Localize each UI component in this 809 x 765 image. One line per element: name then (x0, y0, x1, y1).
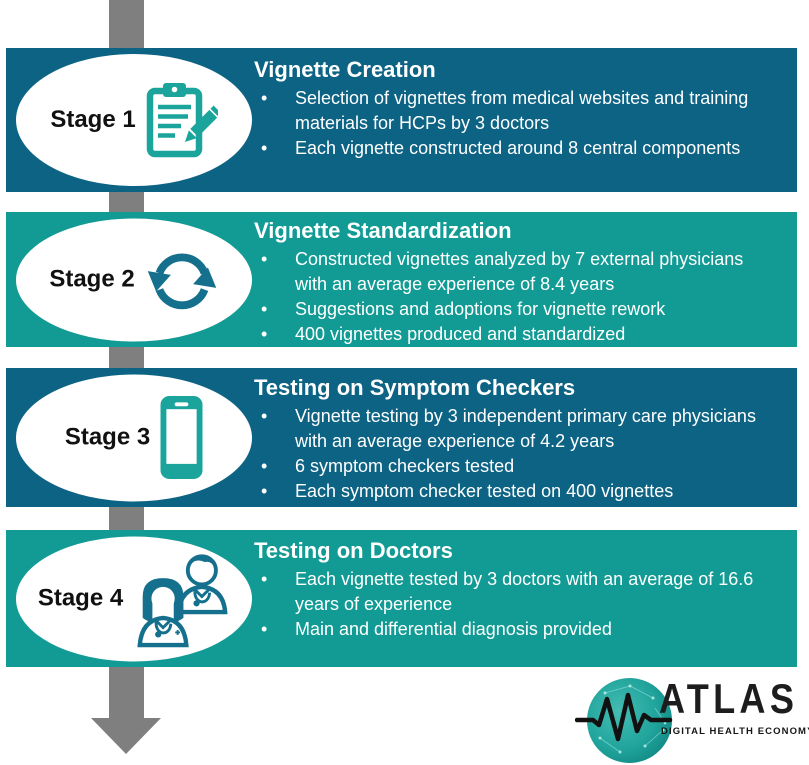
atlas-logo: ATLAS DIGITAL HEALTH ECONOMY (575, 668, 809, 765)
bullet-dot: • (261, 299, 268, 319)
bullet-text: Suggestions and adoptions for vignette r… (295, 299, 666, 319)
bullet-text: Constructed vignettes analyzed by 7 exte… (295, 249, 744, 294)
bullet-dot: • (261, 138, 268, 158)
stage-1-ellipse: Stage 1 (16, 54, 252, 186)
stage-4-content: Testing on Doctors • Each vignette teste… (254, 537, 785, 642)
heartbeat-line (575, 692, 673, 742)
list-item: • 400 vignettes produced and standardize… (254, 322, 785, 347)
list-item: • Each symptom checker tested on 400 vig… (254, 479, 785, 504)
bullet-text: Main and differential diagnosis provided (295, 619, 612, 639)
stage-4-band: Stage 4 (6, 530, 797, 667)
stage-3-band: Stage 3 Testing on Symptom Checkers • Vi… (6, 368, 797, 507)
bullet-dot: • (261, 619, 268, 639)
doctors-icon (137, 554, 228, 648)
list-item: • Main and differential diagnosis provid… (254, 617, 785, 642)
stage-3-label: Stage 3 (64, 423, 151, 451)
logo-subtitle: DIGITAL HEALTH ECONOMY (661, 726, 809, 737)
stage-3-ellipse: Stage 3 (16, 374, 252, 501)
list-item: • Selection of vignettes from medical we… (254, 86, 785, 136)
stage-4-label: Stage 4 (37, 584, 124, 612)
stage-1-title: Vignette Creation (254, 57, 436, 82)
atlas-globe-icon (575, 678, 673, 763)
list-item: • Each vignette constructed around 8 cen… (254, 136, 785, 161)
stage-2-title: Vignette Standardization (254, 218, 512, 243)
stage-2-ellipse: Stage 2 (16, 218, 252, 341)
bullet-dot: • (261, 324, 268, 344)
sync-arrows-icon (147, 253, 216, 310)
stage-2-band: Stage 2 Vignette Standardization • Const… (6, 212, 797, 347)
bullet-text: Each vignette constructed around 8 centr… (295, 138, 741, 158)
bullet-dot: • (261, 569, 268, 589)
bullet-text: 6 symptom checkers tested (295, 456, 515, 476)
stage-3-title: Testing on Symptom Checkers (254, 375, 576, 400)
bullet-text: Each vignette tested by 3 doctors with a… (295, 569, 754, 614)
smartphone-icon (160, 395, 203, 480)
stage-4-title: Testing on Doctors (254, 538, 453, 563)
list-item: • Vignette testing by 3 independent prim… (254, 404, 785, 454)
clipboard-pencil-icon (146, 83, 218, 158)
stage-1-band: Stage 1 Vignette Creation (6, 48, 797, 192)
down-arrow-head (91, 718, 161, 754)
stage-4-ellipse: Stage 4 (16, 536, 252, 661)
stage-2-content: Vignette Standardization • Constructed v… (254, 217, 785, 347)
bullet-dot: • (261, 481, 268, 501)
list-item: • Each vignette tested by 3 doctors with… (254, 567, 785, 617)
bullet-dot: • (261, 88, 268, 108)
bullet-text: 400 vignettes produced and standardized (295, 324, 626, 344)
stage-3-content: Testing on Symptom Checkers • Vignette t… (254, 374, 785, 504)
stage-1-content: Vignette Creation • Selection of vignett… (254, 56, 785, 161)
bullet-dot: • (261, 456, 268, 476)
list-item: • Constructed vignettes analyzed by 7 ex… (254, 247, 785, 297)
bullet-text: Each symptom checker tested on 400 vigne… (295, 481, 674, 501)
bullet-text: Selection of vignettes from medical webs… (295, 88, 749, 133)
stage-1-label: Stage 1 (50, 106, 136, 133)
list-item: • Suggestions and adoptions for vignette… (254, 297, 785, 322)
bullet-text: Vignette testing by 3 independent primar… (295, 406, 756, 451)
list-item: • 6 symptom checkers tested (254, 454, 785, 479)
bullet-dot: • (261, 249, 268, 269)
stage-2-label: Stage 2 (49, 265, 135, 293)
logo-name: ATLAS (659, 675, 799, 722)
bullet-dot: • (261, 406, 268, 426)
